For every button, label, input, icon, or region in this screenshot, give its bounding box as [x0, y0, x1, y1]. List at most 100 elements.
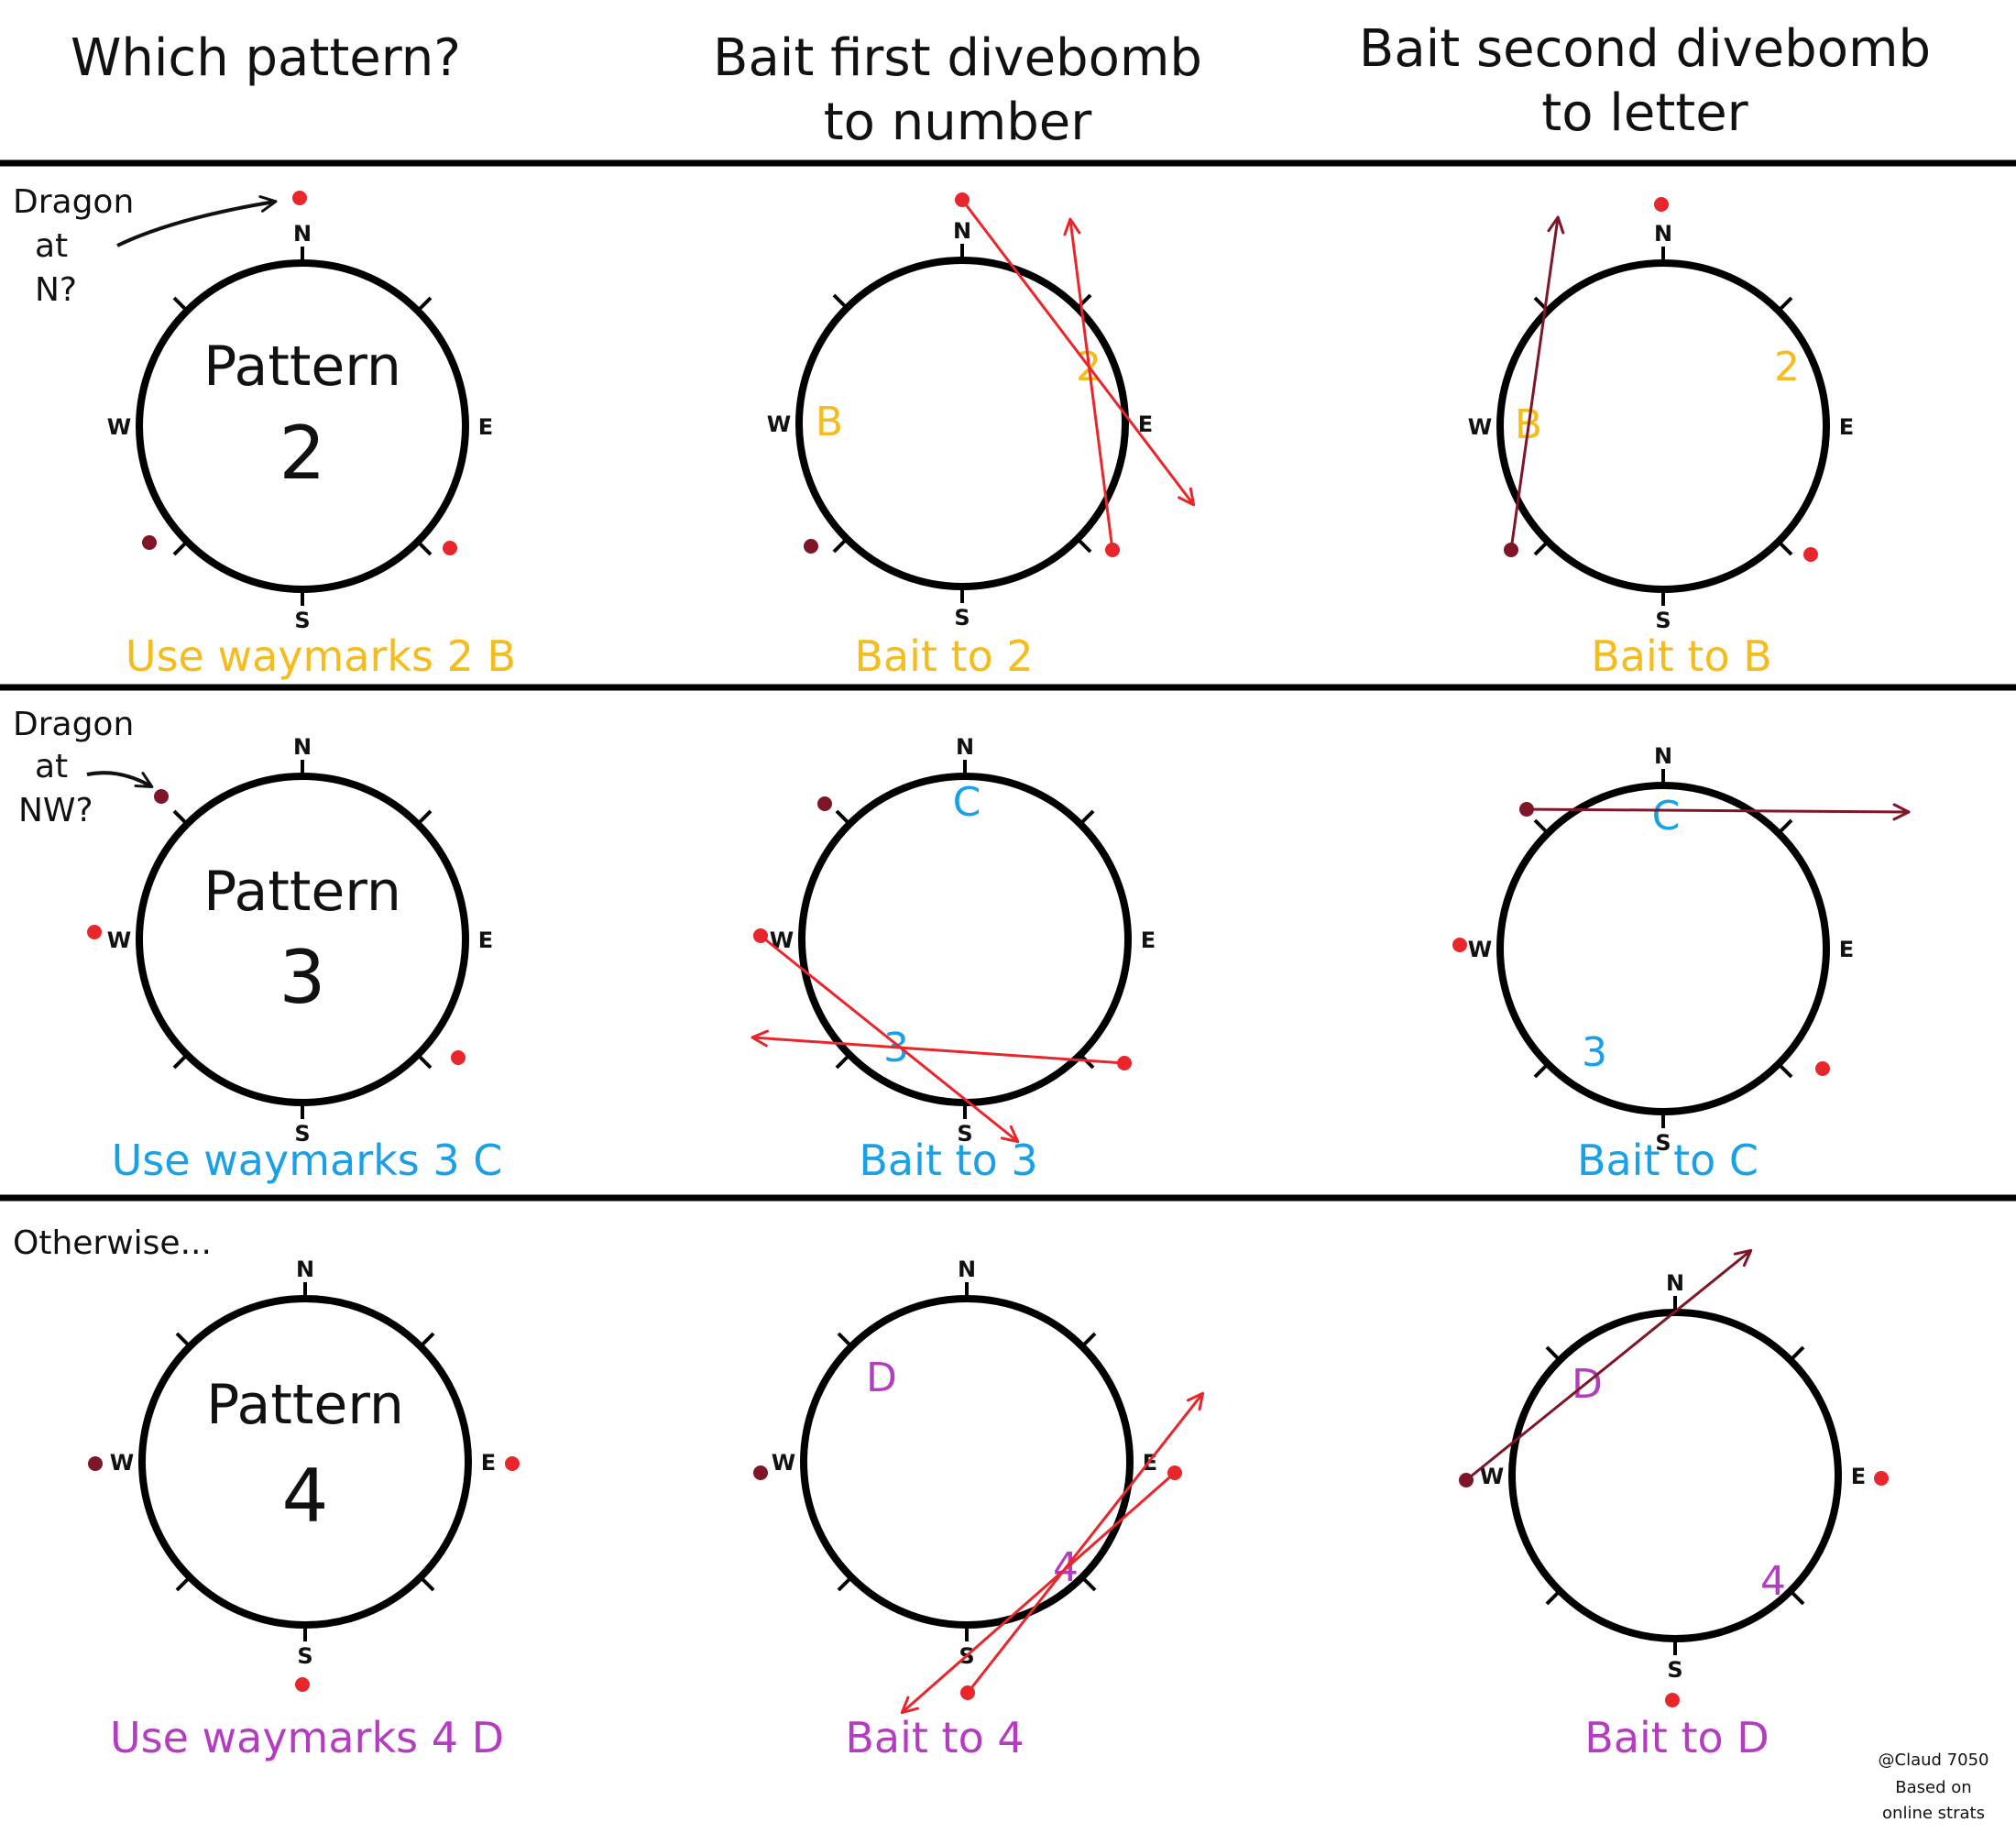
arena-circle: [1496, 259, 1830, 593]
caption-use-waymarks: Use waymarks 4 D: [110, 1713, 504, 1762]
compass-s-label: S: [954, 605, 970, 631]
waymark-letter: B: [816, 399, 843, 445]
tick-diagonal: [837, 1332, 853, 1348]
compass-w-label: W: [767, 412, 791, 437]
pattern-label: Pattern: [206, 1373, 404, 1437]
tick-diagonal: [1533, 818, 1550, 835]
compass-w-label: W: [1468, 414, 1492, 440]
waymark-number: 4: [1760, 1558, 1786, 1605]
compass-n-label: N: [1654, 221, 1672, 247]
tick-diagonal: [1080, 1332, 1097, 1348]
note-dragon: Dragon: [13, 183, 134, 221]
dragon-dot: [87, 925, 102, 939]
caption-use-waymarks: Use waymarks 3 C: [112, 1136, 503, 1185]
note-nw-question: NW?: [18, 792, 93, 829]
tick-diagonal: [1080, 1575, 1097, 1592]
dragon-dot: [292, 191, 307, 205]
dragon-dot: [1874, 1471, 1889, 1486]
caption-bait-first: Bait to 2: [854, 631, 1033, 681]
tick-diagonal: [837, 1575, 853, 1592]
caption-use-waymarks: Use waymarks 2 B: [126, 631, 516, 681]
arena-circle: [800, 1295, 1134, 1629]
waymark-letter: C: [1652, 793, 1681, 840]
tick-diagonal: [416, 296, 433, 313]
tick-diagonal: [1079, 809, 1095, 826]
compass-n-label: N: [958, 1257, 976, 1282]
compass-e-label: E: [1839, 414, 1854, 440]
arena-compass-r2-c1: N S E W: [107, 734, 493, 1147]
tick-diagonal: [175, 1332, 192, 1348]
credit-based-on: Based on: [1895, 1778, 1971, 1797]
tick-diagonal: [172, 296, 189, 313]
compass-n-label: N: [1654, 743, 1672, 769]
compass-e-label: E: [478, 414, 493, 440]
header-bait-first-line2: to number: [824, 93, 1093, 152]
dragon-dot: [804, 539, 818, 554]
divebomb-arrow: [1526, 803, 1911, 821]
header-bait-second-line1: Bait second divebomb: [1359, 19, 1931, 79]
compass-n-label: N: [293, 221, 312, 247]
compass-s-label: S: [297, 1643, 312, 1669]
compass-e-label: E: [478, 927, 493, 953]
note-otherwise: Otherwise...: [13, 1224, 212, 1262]
tick-diagonal: [835, 809, 851, 826]
waymark-number: 3: [1582, 1029, 1607, 1076]
note-n-question: N?: [35, 271, 77, 309]
compass-n-label: N: [1666, 1270, 1684, 1296]
divebomb-arrow: [966, 1391, 1205, 1694]
tick-diagonal: [1789, 1589, 1805, 1606]
tick-diagonal: [1777, 540, 1793, 556]
tick-diagonal: [1777, 296, 1793, 313]
tick-diagonal: [1777, 818, 1793, 835]
compass-n-label: N: [293, 734, 312, 760]
divebomb-arrow: [1509, 215, 1565, 551]
dragon-dot: [154, 789, 169, 804]
dragon-dot: [295, 1677, 310, 1692]
tick-diagonal: [1533, 540, 1550, 556]
dragon-dot: [753, 1465, 768, 1480]
compass-w-label: W: [770, 927, 794, 953]
divebomb-arrow: [960, 199, 1196, 507]
dragon-dot: [142, 535, 157, 550]
compass-w-label: W: [772, 1450, 795, 1476]
dragon-dot: [88, 1456, 103, 1471]
compass-s-label: S: [1667, 1657, 1682, 1683]
pattern-label: Pattern: [203, 335, 401, 399]
note-at: at: [35, 227, 68, 265]
divebomb-arrow: [760, 934, 1020, 1144]
tick-diagonal: [172, 1053, 189, 1070]
compass-e-label: E: [1839, 937, 1854, 962]
compass-w-label: W: [1480, 1464, 1504, 1489]
header-bait-second-line2: to letter: [1541, 83, 1748, 143]
tick-diagonal: [1076, 293, 1092, 310]
tick-diagonal: [1076, 537, 1092, 554]
tick-diagonal: [1545, 1589, 1561, 1606]
compass-w-label: W: [110, 1450, 134, 1476]
note-at: at: [35, 748, 68, 785]
dragon-dot: [1654, 197, 1669, 212]
pattern-number: 4: [282, 1454, 329, 1539]
divebomb-arrow: [1063, 217, 1114, 551]
caption-bait-first: Bait to 4: [845, 1713, 1024, 1762]
compass-w-label: W: [107, 414, 131, 440]
header-which-pattern: Which pattern?: [71, 28, 461, 88]
tick-diagonal: [416, 540, 433, 556]
compass-e-label: E: [1851, 1464, 1866, 1489]
note-arrow: [116, 195, 278, 247]
tick-diagonal: [419, 1332, 435, 1348]
pattern-label: Pattern: [203, 860, 401, 924]
tick-diagonal: [1545, 1345, 1561, 1362]
arena-circle: [1508, 1309, 1842, 1642]
credit-online-strats: online strats: [1882, 1804, 1985, 1823]
compass-w-label: W: [107, 927, 131, 953]
tick-diagonal: [172, 540, 189, 556]
tick-diagonal: [832, 537, 849, 554]
compass-s-label: S: [294, 1121, 310, 1147]
tick-diagonal: [832, 293, 849, 310]
compass-w-label: W: [1468, 937, 1492, 962]
